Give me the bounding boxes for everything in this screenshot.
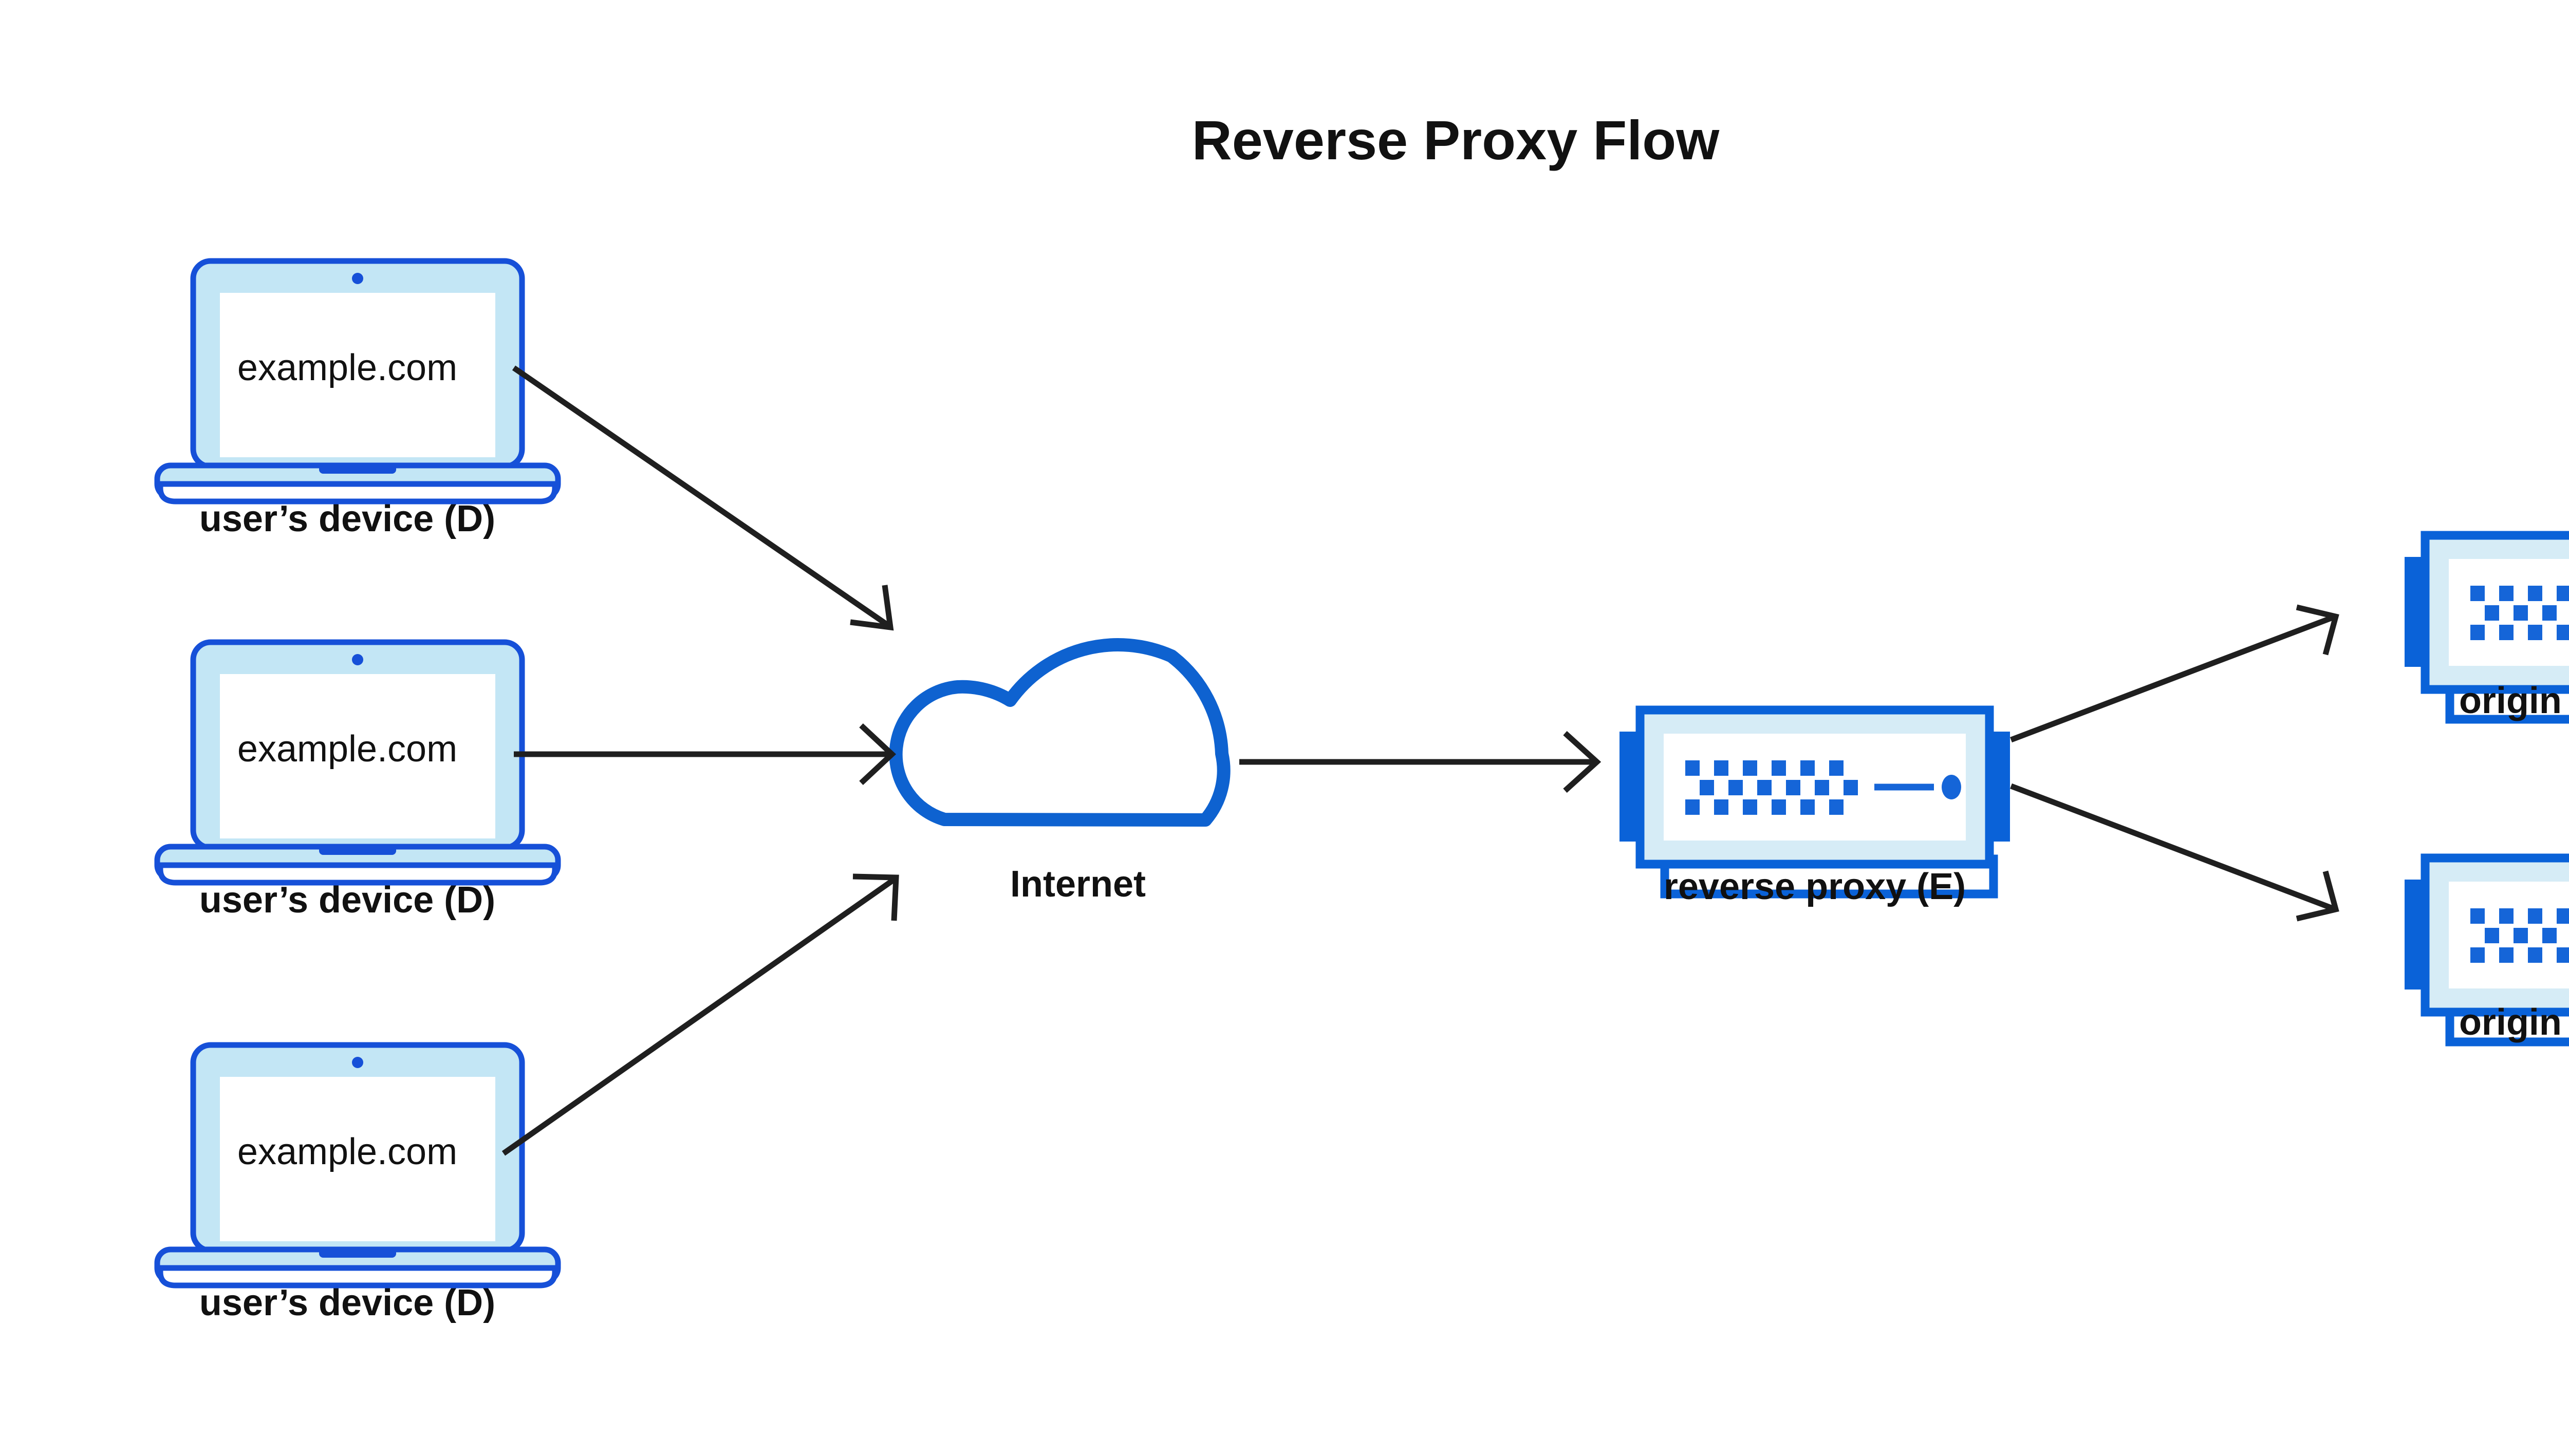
origin-server-top[interactable]: origin server (F) (2405, 535, 2569, 721)
reverse-proxy-label: reverse proxy (E) (1664, 866, 1966, 907)
internet-cloud-label: Internet (1010, 864, 1146, 905)
arrow-client-middle-to-internet (514, 723, 897, 786)
client-device-middle-label: user’s device (D) (199, 880, 495, 921)
client-device-bottom[interactable]: example.com user’s device (D) (157, 1045, 558, 1323)
client-device-top-label: user’s device (D) (199, 498, 495, 539)
client-device-top[interactable]: example.com user’s device (D) (157, 261, 558, 539)
internet-cloud[interactable]: Internet (889, 638, 1231, 905)
laptop-screen-text: example.com (237, 347, 457, 388)
origin-server-top-label: origin server (F) (2459, 680, 2569, 721)
client-device-middle[interactable]: example.com user’s device (D) (157, 642, 558, 921)
arrow-reverse-proxy-to-origin-top (2010, 604, 2339, 743)
arrow-internet-to-reverse-proxy (1239, 731, 1602, 793)
arrow-reverse-proxy-to-origin-bottom (2010, 783, 2339, 922)
reverse-proxy-node[interactable]: reverse proxy (E) (1619, 710, 2010, 907)
page-title: Reverse Proxy Flow (1192, 109, 1720, 171)
arrow-client-top-to-internet (512, 365, 894, 631)
origin-server-bottom[interactable]: origin server (F) (2405, 858, 2569, 1043)
laptop-screen-text: example.com (237, 729, 457, 770)
laptop-screen-text: example.com (237, 1131, 457, 1172)
client-device-bottom-label: user’s device (D) (199, 1282, 495, 1323)
arrow-client-bottom-to-internet (501, 873, 899, 1156)
origin-server-bottom-label: origin server (F) (2459, 1002, 2569, 1043)
cloud-icon (889, 638, 1231, 827)
